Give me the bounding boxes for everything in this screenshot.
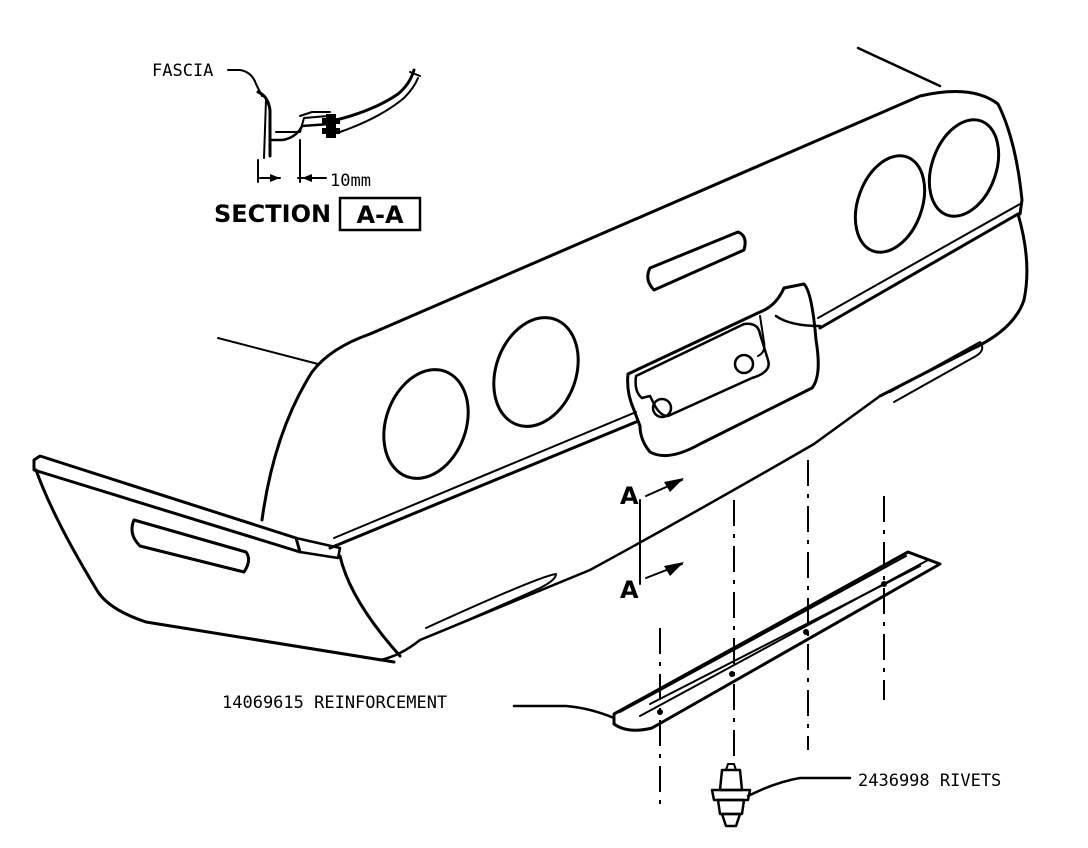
license-pocket-outer <box>626 282 820 458</box>
license-lamp-right <box>733 353 755 375</box>
license-pocket-inner <box>634 322 770 418</box>
reinforcement-label: 14069615 REINFORCEMENT <box>222 693 447 713</box>
rivet-icon <box>710 763 752 828</box>
belt-line-left-inner <box>333 411 637 539</box>
section-title: SECTION <box>214 200 331 228</box>
fascia-left-lower-curve <box>338 554 402 658</box>
fascia-upper-outline <box>260 90 1024 522</box>
reinforcement-bar <box>612 550 942 732</box>
left-extension-joint <box>294 536 342 560</box>
dimension-arrow-left <box>270 174 280 182</box>
left-extension-outline <box>34 468 396 664</box>
fascia-leader-line <box>227 69 263 97</box>
reinforcement-section-curve <box>326 68 416 124</box>
left-extension-top <box>32 454 302 554</box>
tail-lamp-right-outer <box>927 118 1001 218</box>
side-marker-lamp-left <box>130 518 251 574</box>
section-a-a-detail: FASCIA 10mm SECTION A-A <box>152 61 422 232</box>
belt-line-right-inner <box>817 203 1021 319</box>
fascia-bottom-edge <box>378 394 882 662</box>
rivets-leader-line <box>746 776 852 798</box>
fascia-profile-inner <box>263 99 267 159</box>
reinforcement-channel-line-2 <box>649 565 921 705</box>
body-top-line-right <box>856 46 942 88</box>
belt-line-left <box>328 420 638 550</box>
reinforcement-section-tip <box>409 71 421 77</box>
reinforcement-section-curve-inner <box>339 77 419 133</box>
license-lamp-left <box>651 397 673 419</box>
callouts: 14069615 REINFORCEMENT 2436998 RIVETS <box>222 693 1001 798</box>
fascia-right-lower <box>878 212 1029 398</box>
reinforcement-flange-top <box>619 555 907 713</box>
fascia-flange-inner <box>275 115 329 133</box>
fascia-bottom-lip <box>419 573 557 641</box>
rear-bumper-fascia-drawing <box>32 46 1029 664</box>
tail-lamp-right-inner <box>853 154 927 254</box>
dimension-label: 10mm <box>330 171 371 191</box>
cut-arrow-bottom-head <box>664 562 684 576</box>
section-rivet-icon <box>299 111 340 138</box>
tail-lamp-left-inner <box>492 316 580 428</box>
section-id-label: A-A <box>356 201 404 229</box>
cut-markers: A A <box>620 478 684 604</box>
center-marker-lamp <box>646 230 747 292</box>
rivet-centerlines <box>659 460 885 812</box>
reinforcement-leader-line <box>512 704 616 720</box>
rivet-hole-4 <box>881 581 887 587</box>
cut-marker-top-label: A <box>620 482 639 510</box>
cut-marker-bottom-label: A <box>620 576 639 604</box>
fascia-label: FASCIA <box>152 61 213 81</box>
dimension-arrow-right <box>302 174 312 182</box>
section-id-box <box>338 196 422 232</box>
fascia-bottom-lip-right <box>889 341 984 403</box>
tail-lamp-left-outer <box>382 368 470 480</box>
body-top-line-left <box>217 337 319 365</box>
reinforcement-outline <box>612 550 942 732</box>
belt-line-right <box>818 212 1020 330</box>
license-pocket-step <box>757 315 766 357</box>
cut-arrow-top-head <box>664 478 684 492</box>
rivets-label: 2436998 RIVETS <box>858 771 1001 791</box>
